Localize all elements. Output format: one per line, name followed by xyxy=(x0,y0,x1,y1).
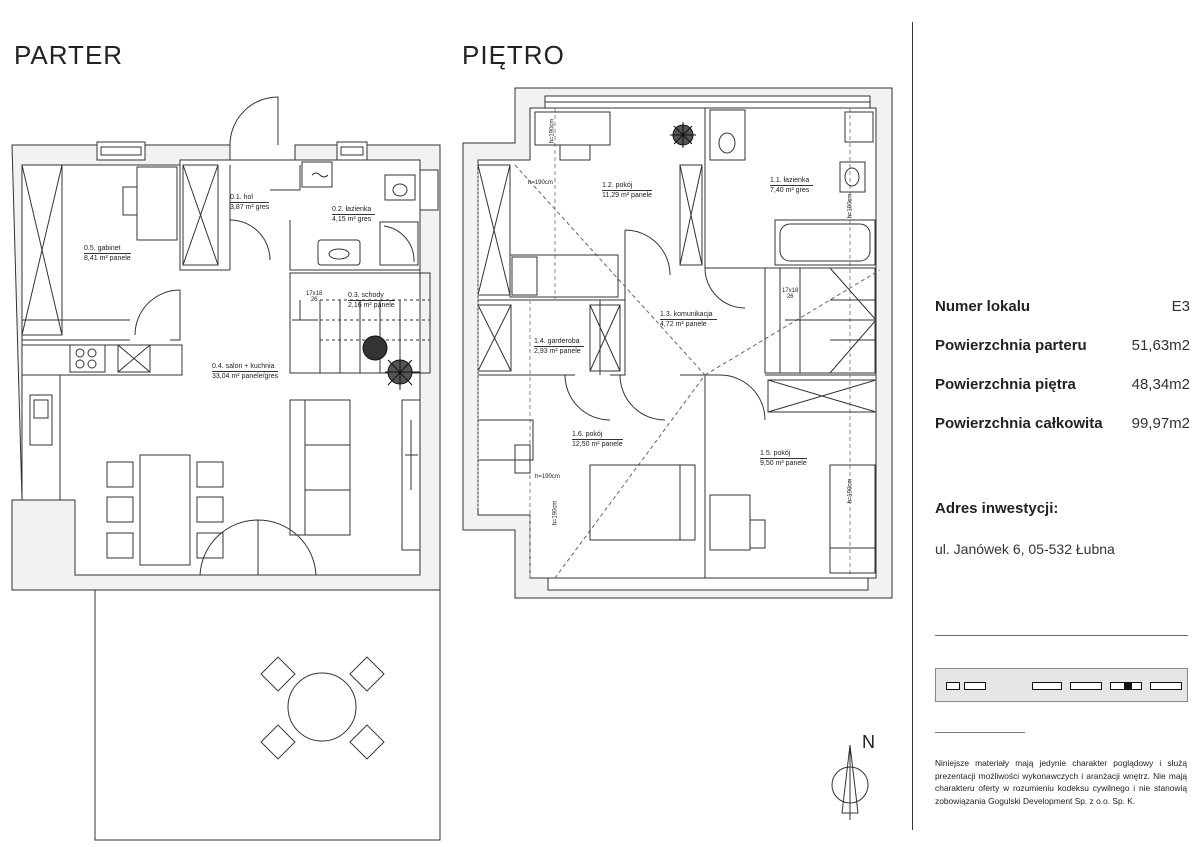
separator xyxy=(935,732,1025,733)
upper-floor-title: PIĘTRO xyxy=(462,40,565,70)
stairs-size: 17x18 xyxy=(782,288,799,294)
room-area: 4,15 m² gres xyxy=(332,216,372,223)
plant-ground xyxy=(362,335,420,390)
address-value: ul. Janówek 6, 05-532 Łubna xyxy=(935,541,1115,557)
room-area: 3,87 m² gres xyxy=(230,204,270,211)
room-name: 1.1. łazienka xyxy=(770,176,814,186)
room-name: 1.3. komunikacja xyxy=(660,310,717,320)
shower-ground xyxy=(379,221,419,266)
height-note: h=190cm xyxy=(535,474,560,480)
upper-floor-plan xyxy=(462,87,893,599)
room-area: 12,50 m² panele xyxy=(572,441,623,448)
total-area-value: 99,97m2 xyxy=(1131,415,1190,432)
logo-mark xyxy=(1124,682,1132,690)
height-note: h=190cm xyxy=(552,500,559,526)
room-name: 0.4. salon + kuchnia xyxy=(212,362,279,372)
info-row-total: Powierzchnia całkowita 99,97m2 xyxy=(935,415,1190,432)
stairs-count: 26 xyxy=(786,294,794,300)
terrace xyxy=(94,589,441,841)
disclaimer-text: Niniejsze materiały mają jedynie charakt… xyxy=(935,758,1187,806)
room-area: 8,41 m² panele xyxy=(84,255,131,262)
plant-upper xyxy=(670,122,696,148)
room-area: 33,04 m² panele/gres xyxy=(212,373,279,380)
floor-plans xyxy=(11,87,893,841)
room-name: 0.2. łazienka xyxy=(332,205,376,215)
ground-area-label: Powierzchnia parteru xyxy=(935,337,1087,354)
dining-table xyxy=(139,454,191,566)
terrace-table xyxy=(287,672,357,742)
height-note: h=190cm xyxy=(847,193,854,219)
room-name: 1.2. pokój xyxy=(602,181,653,191)
unit-value: E3 xyxy=(1171,298,1190,315)
room-area: 9,50 m² panele xyxy=(760,460,807,467)
north-arrow xyxy=(831,744,869,820)
total-area-label: Powierzchnia całkowita xyxy=(935,415,1103,432)
height-note: h=190cm xyxy=(847,478,854,504)
room-area: 11,29 m² panele xyxy=(602,192,653,199)
room-area: 4,72 m² panele xyxy=(660,321,707,328)
height-note: h=190cm xyxy=(549,118,556,144)
bathtub-upper xyxy=(774,219,876,266)
north-label: N xyxy=(862,732,875,752)
logo-mark xyxy=(1070,682,1102,690)
ground-floor-plan xyxy=(11,96,441,841)
logo-strip xyxy=(935,668,1188,702)
logo-mark xyxy=(964,682,986,690)
room-area: 2,16 m² panele xyxy=(348,302,395,309)
ground-floor-title: PARTER xyxy=(14,40,124,70)
window-ground-3 xyxy=(419,169,439,211)
room-name: 1.5. pokój xyxy=(760,449,807,459)
unit-label: Numer lokalu xyxy=(935,298,1031,315)
room-name: 1.4. garderoba xyxy=(534,337,584,347)
stairs-count: 26 xyxy=(310,297,318,303)
ground-area-value: 51,63m2 xyxy=(1131,337,1190,354)
unit-info: Numer lokalu E3 Powierzchnia parteru 51,63… xyxy=(935,298,1190,454)
room-area: 7,40 m² gres xyxy=(770,187,810,194)
entry-door xyxy=(229,96,279,146)
upper-area-value: 48,34m2 xyxy=(1131,376,1190,393)
logo-mark xyxy=(1032,682,1062,690)
room-area: 2,93 m² panele xyxy=(534,348,581,355)
room-name: 0.5. gabinet xyxy=(84,244,131,254)
room-name: 0.1. hol xyxy=(230,193,270,203)
separator xyxy=(935,635,1188,636)
height-note: h=190cm xyxy=(528,180,553,186)
address-title: Adres inwestycji: xyxy=(935,500,1059,517)
room-name: 1.6. pokój xyxy=(572,430,623,440)
room-name: 0.3. schody xyxy=(348,291,395,301)
upper-area-label: Powierzchnia piętra xyxy=(935,376,1076,393)
logo-mark xyxy=(946,682,960,690)
info-row-upper: Powierzchnia piętra 48,34m2 xyxy=(935,376,1190,393)
logo-mark xyxy=(1150,682,1182,690)
stairs-size: 17x18 xyxy=(306,291,323,297)
info-row-ground: Powierzchnia parteru 51,63m2 xyxy=(935,337,1190,354)
divider-line xyxy=(912,22,913,830)
info-row-unit: Numer lokalu E3 xyxy=(935,298,1190,315)
